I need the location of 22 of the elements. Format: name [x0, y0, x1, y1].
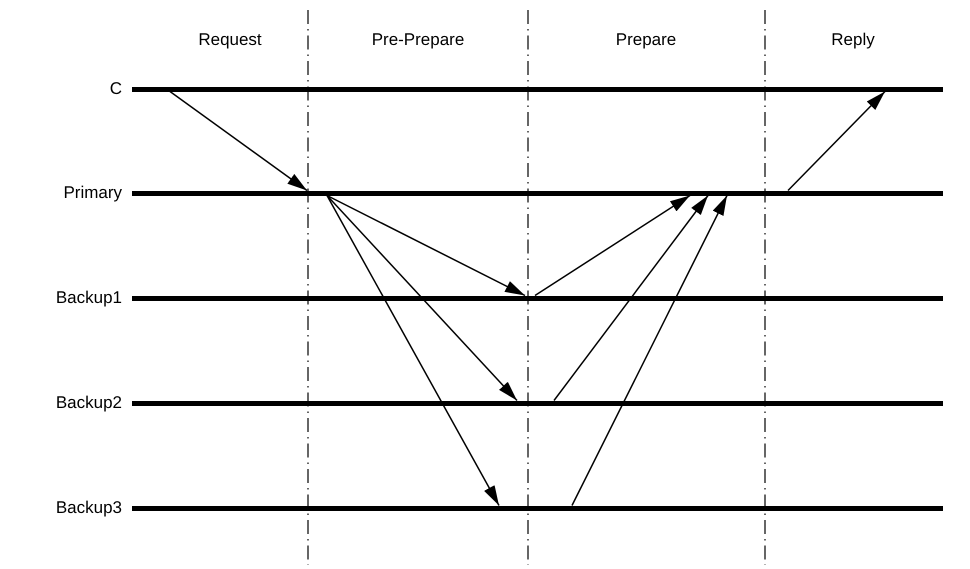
process-label: Backup3: [56, 498, 122, 518]
message-arrow: [170, 90, 308, 192]
timeline-bar: [132, 296, 943, 300]
phase-heading: Pre-Prepare: [372, 30, 464, 50]
process-label: Backup2: [56, 393, 122, 413]
phase-heading: Prepare: [616, 30, 676, 50]
timeline-bar: [132, 400, 943, 406]
phase-heading: Reply: [831, 30, 875, 50]
message-arrow: [326, 194, 526, 296]
message-arrow: [326, 195, 518, 401]
process-label: C: [110, 79, 122, 99]
process-label: Backup1: [56, 288, 122, 308]
timeline-bar: [132, 506, 943, 510]
process-label: Primary: [63, 183, 122, 203]
message-arrow: [553, 195, 709, 401]
phase-heading: Request: [198, 30, 262, 50]
timeline-bar: [132, 190, 943, 196]
message-arrow: [326, 195, 500, 506]
message-arrow: [571, 195, 728, 506]
timeline-bar: [132, 86, 943, 92]
message-arrow: [534, 194, 690, 296]
message-arrow: [787, 90, 886, 192]
